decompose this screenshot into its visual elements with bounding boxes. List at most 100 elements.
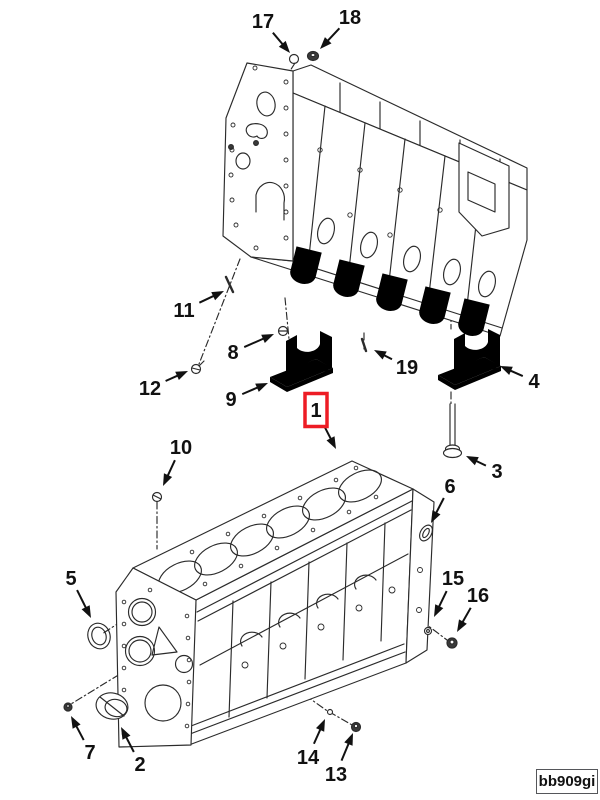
support-bracket-4 [438,329,501,390]
part-cup-plug-2 [95,692,129,720]
leader-line [198,294,216,304]
part-screw-10 [151,491,163,503]
leader-line [241,386,260,396]
leader-line [165,374,180,382]
callout-15[interactable]: 15 [434,568,464,617]
leader-arrowhead [344,733,353,746]
callout-8[interactable]: 8 [227,334,274,364]
part-nut-13 [350,721,362,733]
callout-number[interactable]: 14 [297,747,320,769]
leader-line [437,590,448,609]
leader-line [461,607,472,624]
leader-arrowhead [211,291,224,301]
hardware-parts [63,50,463,733]
figure-code-text: bb909gi [538,773,596,790]
callout-number[interactable]: 12 [139,378,161,400]
part-nut-18 [306,50,320,62]
callout-number[interactable]: 5 [65,568,76,590]
leader-line [76,589,88,610]
leader-line [166,459,176,478]
leader-arrowhead [315,719,325,732]
callout-7[interactable]: 7 [71,716,96,764]
leader-line [326,27,341,43]
highlight-box [303,391,329,429]
part-retainer-ring-17 [288,53,300,65]
callout-17[interactable]: 17 [252,11,290,53]
callout-6[interactable]: 6 [431,476,456,523]
part-stud-11 [224,275,235,294]
callout-16[interactable]: 16 [457,585,489,632]
callout-19[interactable]: 19 [374,350,418,379]
leader-line [340,741,351,762]
part-washer-15 [423,626,433,636]
leader-arrowhead [81,605,91,618]
callout-3[interactable]: 3 [466,456,503,483]
leader-arrowhead [175,371,188,381]
callout-number[interactable]: 1 [310,400,321,422]
callout-18[interactable]: 18 [320,7,361,49]
part-nut-16 [446,637,458,649]
leader-arrowhead [163,473,173,486]
callout-12[interactable]: 12 [139,371,188,400]
leader-arrowhead [431,510,441,523]
leader-arrowhead [326,436,336,449]
part-stud-19 [360,337,368,353]
leader-arrowhead [71,716,81,729]
part-nut-8 [277,325,289,337]
upper-engine-block [222,62,528,339]
leader-arrowhead [434,604,444,617]
support-bracket-9 [270,331,333,392]
leader-arrowhead [457,619,467,632]
callout-13[interactable]: 13 [325,733,353,786]
callout-number[interactable]: 8 [227,342,238,364]
part-pin-14 [326,708,334,716]
callout-4[interactable]: 4 [500,366,540,393]
leader-line [474,459,487,467]
leader-line [74,724,85,741]
part-oring-6 [419,524,433,542]
callout-number[interactable]: 18 [339,7,361,29]
lower-engine-block [115,460,435,748]
leader-arrowhead [320,37,332,49]
callout-number[interactable]: 3 [491,461,502,483]
callout-number[interactable]: 15 [442,568,464,590]
callout-5[interactable]: 5 [65,568,91,618]
leader-arrowhead [255,383,268,392]
part-plug-7 [63,702,73,712]
leader-line [124,735,135,753]
leader-line [508,369,524,377]
part-oring-5 [87,622,111,650]
callout-9[interactable]: 9 [225,383,268,411]
leader-arrowhead [278,40,290,53]
callout-number[interactable]: 10 [170,437,192,459]
leader-arrowhead [374,350,387,360]
callout-number[interactable]: 7 [84,742,95,764]
figure-code-label: bb909gi [536,769,598,794]
callout-number[interactable]: 9 [225,389,236,411]
callout-number[interactable]: 4 [528,371,540,393]
leader-line [272,32,285,47]
callout-number[interactable]: 6 [444,476,455,498]
leader-arrowhead [466,456,479,466]
callout-number[interactable]: 17 [252,11,274,33]
leader-line [243,337,266,348]
leader-line [434,497,445,515]
callout-number[interactable]: 2 [134,754,145,776]
leader-arrowhead [121,727,131,740]
callout-11[interactable]: 11 [173,291,224,322]
leader-arrowhead [500,366,513,375]
part-bolt-3 [442,403,463,459]
callout-14[interactable]: 14 [297,719,325,769]
leader-arrowhead [261,334,274,343]
callout-number[interactable]: 13 [325,764,347,786]
callout-1[interactable]: 1 [303,391,336,450]
callout-number[interactable]: 19 [396,357,418,379]
callout-2[interactable]: 2 [121,727,146,776]
callout-number[interactable]: 16 [467,585,489,607]
leader-line [313,727,322,745]
callout-10[interactable]: 10 [163,437,192,486]
callout-number[interactable]: 11 [173,300,194,322]
